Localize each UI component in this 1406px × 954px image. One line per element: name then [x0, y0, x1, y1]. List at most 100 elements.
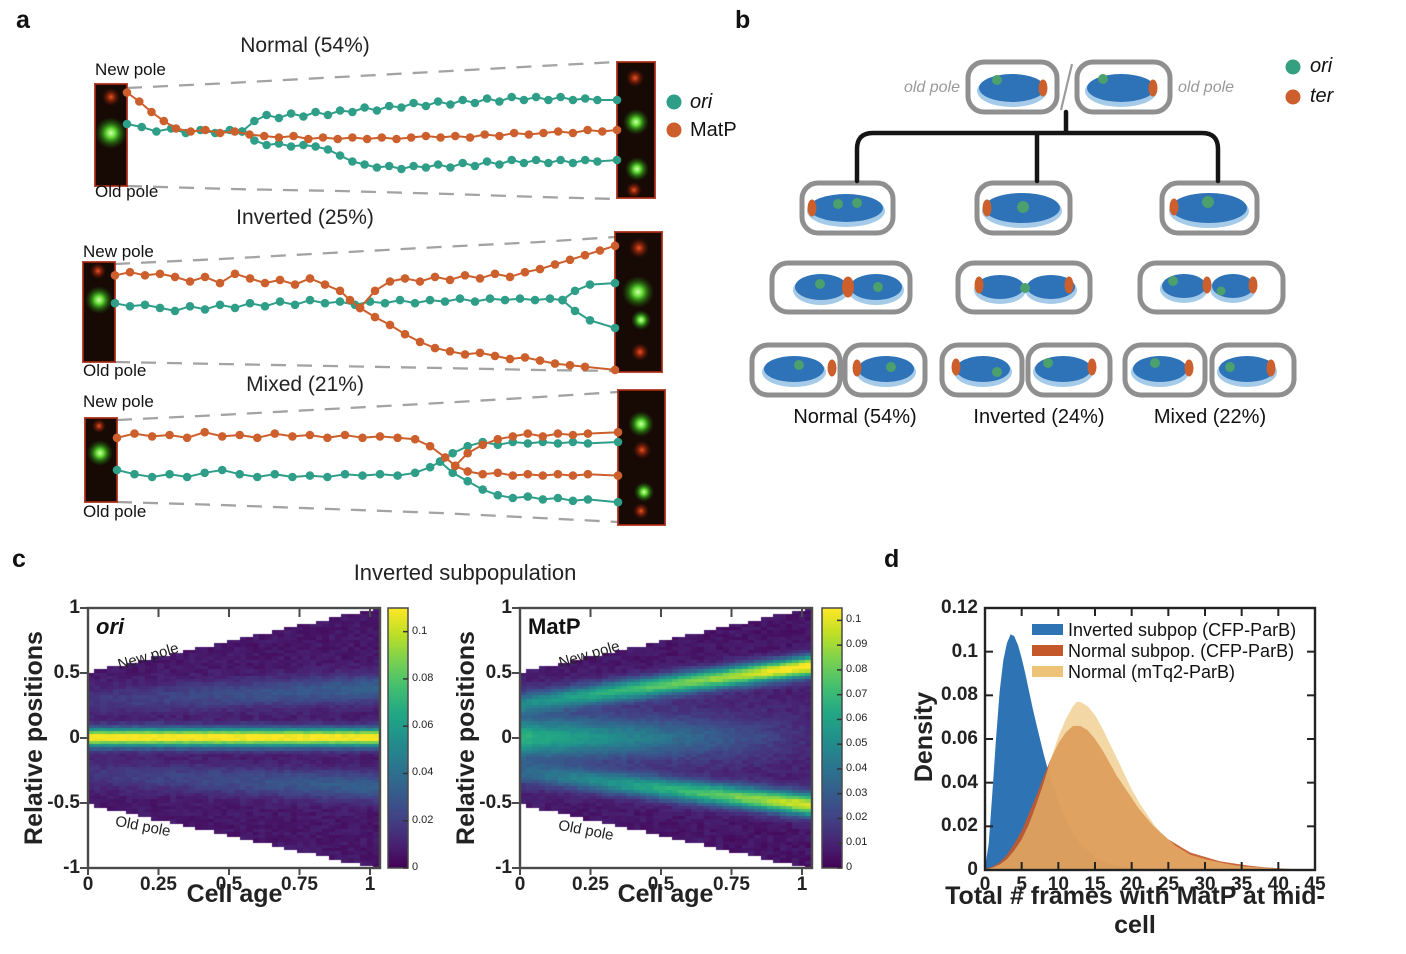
panel-c-title: Inverted subpopulation — [353, 560, 577, 585]
focus-dot — [470, 161, 480, 171]
cell-boundary-dashed — [126, 60, 618, 90]
focus-dot — [538, 495, 548, 504]
focus-dot — [250, 116, 259, 126]
x-tick-label: 25 — [1157, 874, 1179, 895]
focus-dot — [304, 134, 313, 144]
schematic-cell — [749, 342, 843, 398]
focus-dot — [260, 278, 270, 288]
focus-dot — [288, 432, 297, 441]
focus-dot — [515, 294, 525, 303]
focus-dot — [495, 97, 504, 106]
trajectory-line — [561, 282, 616, 301]
focus-dot — [505, 272, 515, 282]
focus-dot — [519, 158, 529, 168]
x-tick-label: 0 — [82, 874, 94, 895]
focus-dot — [230, 127, 240, 136]
ori-legend-dot — [666, 94, 682, 110]
ori-focus — [1043, 358, 1053, 368]
focus-dot — [508, 493, 518, 503]
panel-d-plot — [983, 606, 1317, 872]
focus-dot — [201, 125, 210, 135]
focus-dot — [535, 356, 545, 365]
focus-dot — [460, 271, 470, 280]
ori-legend-dot — [1285, 59, 1301, 75]
focus-dot — [406, 133, 416, 142]
focus-dot — [495, 131, 504, 141]
legend-a-matp-label: MatP — [690, 119, 737, 141]
focus-dot — [200, 272, 210, 282]
focus-dot — [523, 429, 533, 438]
focus-dot — [311, 107, 320, 117]
green-fluorescence-blob — [634, 482, 654, 502]
matp-xlabel: Cell age — [617, 880, 714, 908]
ori-focus — [1150, 358, 1160, 368]
schematic-cell — [799, 180, 896, 236]
nucleoid — [1162, 274, 1206, 298]
focus-dot — [375, 469, 385, 479]
focus-dot — [553, 493, 563, 503]
focus-dot — [270, 429, 280, 438]
trajectory-ori_start — [122, 119, 247, 138]
kymograph-0 — [94, 60, 656, 201]
schematic-cell — [965, 59, 1060, 115]
red-fluorescence-blob — [631, 343, 649, 361]
red-fluorescence-blob — [633, 441, 651, 459]
microscopy-strip — [84, 417, 118, 503]
trajectory-ori_upper — [237, 92, 622, 136]
focus-dot — [335, 297, 345, 306]
focus-dot — [372, 163, 382, 172]
focus-dot — [585, 280, 595, 289]
colorbar-tick-label: 0.05 — [846, 737, 868, 750]
ter-focus — [1148, 79, 1158, 97]
green-fluorescence-blob — [631, 310, 651, 330]
focus-dot — [612, 95, 622, 105]
focus-dot — [200, 305, 210, 314]
colorbar-tick-label: 0.08 — [412, 671, 434, 684]
focus-dot — [430, 343, 440, 353]
cell-boundary-dashed — [116, 390, 619, 422]
legend-a-ori-label: ori — [690, 91, 713, 113]
outcome-mixed-label: Mixed (22%) — [1153, 406, 1267, 428]
red-fluorescence-blob — [633, 503, 649, 519]
colorbar-tick-label: 0.08 — [846, 662, 868, 675]
focus-dot — [323, 433, 332, 443]
focus-dot — [430, 272, 440, 282]
focus-dot — [530, 295, 540, 305]
ori-focus — [1225, 362, 1235, 372]
nucleoid — [858, 356, 914, 382]
x-tick-label: 1 — [364, 874, 376, 895]
focus-dot — [553, 469, 563, 479]
focus-dot — [458, 158, 468, 168]
y-tick-label: -1 — [63, 857, 80, 878]
focus-dot — [270, 469, 280, 479]
focus-dot — [185, 277, 195, 286]
colorbar-tick-label: 0.01 — [846, 836, 868, 849]
focus-dot — [400, 329, 410, 339]
focus-dot — [507, 92, 516, 102]
ori-focus — [992, 75, 1002, 85]
focus-dot — [170, 306, 180, 316]
focus-dot — [305, 274, 315, 283]
focus-dot — [493, 468, 503, 478]
y-tick-label: 0.12 — [941, 597, 978, 618]
focus-dot — [147, 432, 157, 441]
focus-dot — [235, 430, 244, 440]
lineage-tree-lines — [854, 109, 1221, 184]
focus-dot — [583, 469, 593, 479]
nucleoid — [764, 356, 824, 382]
focus-dot — [385, 277, 395, 286]
trajectory-line — [454, 431, 619, 467]
x-tick-label: 20 — [1121, 874, 1143, 895]
schematic-cell — [1137, 260, 1286, 315]
colorbar-ori-canvas — [388, 608, 408, 868]
focus-dot — [318, 133, 328, 142]
focus-dot — [135, 97, 144, 106]
colorbar-tick-label: 0.02 — [412, 813, 434, 826]
focus-dot — [165, 469, 174, 479]
y-tick-label: 0.02 — [941, 815, 978, 837]
legend-b-ori-label: ori — [1310, 55, 1333, 77]
focus-dot — [259, 131, 269, 141]
focus-dot — [385, 320, 395, 330]
frames-xlabel: Total # frames with MatP at mid-cell — [945, 882, 1325, 939]
x-tick-label: 40 — [1267, 874, 1289, 895]
